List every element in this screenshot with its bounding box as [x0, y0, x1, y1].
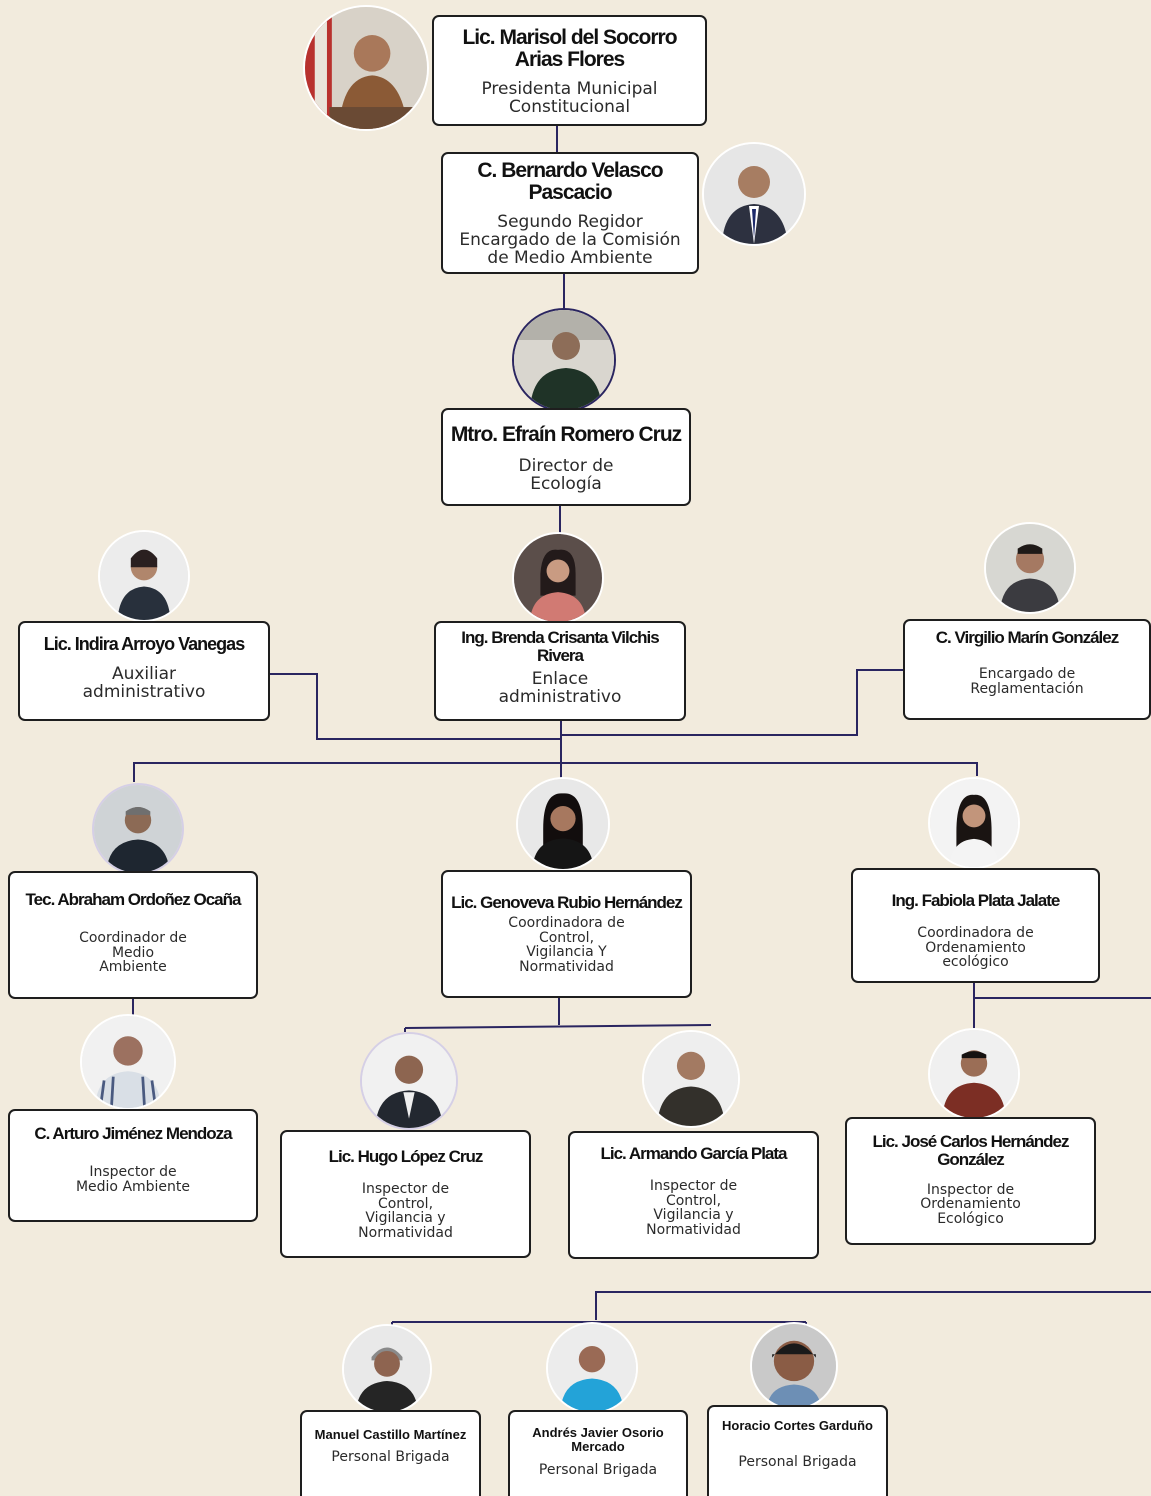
insp-ordenamiento-card[interactable]: Lic. José Carlos Hernández González Insp… — [845, 1117, 1096, 1245]
regidor-photo — [702, 142, 806, 246]
insp-medio-photo — [80, 1014, 176, 1110]
person-role: Inspector de Ordenamiento Ecológico — [920, 1181, 1021, 1228]
person-name: C. Virgilio Marín González — [935, 628, 1119, 647]
person-name: Lic. José Carlos Hernández González — [872, 1132, 1069, 1169]
person-role: Encargado de Reglamentación — [970, 665, 1084, 697]
person-name: Lic. Marisol del Socorro Arias Flores — [462, 26, 677, 72]
coord-ordenamiento-photo — [928, 777, 1020, 869]
person-name: Manuel Castillo Martínez — [314, 1427, 467, 1442]
person-name: C. Bernardo Velasco Pascacio — [477, 159, 663, 205]
brigada2-card[interactable]: Andrés Javier Osorio Mercado Personal Br… — [508, 1410, 688, 1496]
person-role: Coordinadora de Ordenamiento ecológico — [917, 924, 1034, 971]
person-role: Personal Brigada — [538, 1462, 658, 1479]
person-name: Andrés Javier Osorio Mercado — [532, 1425, 664, 1454]
reglamentacion-card[interactable]: C. Virgilio Marín González Encargado de … — [903, 619, 1151, 720]
person-role: Inspector de Medio Ambiente — [75, 1163, 191, 1195]
person-role: Segundo Regidor Encargado de la Comisión… — [459, 212, 681, 268]
regidor-card[interactable]: C. Bernardo Velasco Pascacio Segundo Reg… — [441, 152, 699, 274]
enlace-photo — [512, 532, 604, 624]
person-role: Personal Brigada — [738, 1453, 857, 1470]
connector-control-branch — [404, 998, 712, 1032]
auxiliar-photo — [98, 530, 190, 622]
person-name: Lic. Hugo López Cruz — [328, 1147, 484, 1166]
person-role: Coordinadora de Control, Vigilancia Y No… — [508, 914, 625, 975]
brigada1-photo — [342, 1324, 432, 1414]
director-photo — [512, 308, 616, 412]
brigada1-card[interactable]: Manuel Castillo Martínez Personal Brigad… — [300, 1410, 481, 1496]
person-name: Ing. Fabiola Plata Jalate — [891, 891, 1061, 910]
brigada3-photo — [750, 1322, 838, 1410]
person-role: Director de Ecología — [518, 456, 614, 494]
person-name: Ing. Brenda Crisanta Vilchis Rivera — [461, 628, 659, 665]
brigada3-card[interactable]: Horacio Cortes Garduño Personal Brigada — [707, 1405, 888, 1496]
person-role: Presidenta Municipal Constitucional — [481, 79, 658, 117]
director-card[interactable]: Mtro. Efraín Romero Cruz Director de Eco… — [441, 408, 691, 506]
coord-control-photo — [516, 777, 610, 871]
person-name: Horacio Cortes Garduño — [722, 1418, 873, 1433]
person-name: Tec. Abraham Ordoñez Ocaña — [25, 890, 242, 909]
coord-ordenamiento-card[interactable]: Ing. Fabiola Plata Jalate Coordinadora d… — [851, 868, 1100, 983]
presidenta-photo — [303, 5, 429, 131]
person-role: Enlace administrativo — [498, 668, 622, 707]
person-role: Personal Brigada — [331, 1448, 450, 1465]
connector-auxiliar-bus — [270, 673, 560, 740]
connector-brigada-branch — [391, 1291, 1151, 1326]
insp-ordenamiento-photo — [928, 1028, 1020, 1120]
person-name: Lic. Genoveva Rubio Hernández — [451, 893, 683, 912]
insp-medio-card[interactable]: C. Arturo Jiménez Mendoza Inspector de M… — [8, 1109, 258, 1222]
presidenta-card[interactable]: Lic. Marisol del Socorro Arias Flores Pr… — [432, 15, 707, 126]
brigada2-photo — [546, 1322, 638, 1414]
person-role: Inspector de Control, Vigilancia y Norma… — [646, 1177, 741, 1238]
auxiliar-card[interactable]: Lic. Indira Arroyo Vanegas Auxiliar admi… — [18, 621, 270, 721]
person-role: Inspector de Control, Vigilancia y Norma… — [358, 1180, 453, 1241]
insp-control1-card[interactable]: Lic. Hugo López Cruz Inspector de Contro… — [280, 1130, 531, 1258]
person-role: Auxiliar administrativo — [82, 663, 206, 702]
coord-control-card[interactable]: Lic. Genoveva Rubio Hernández Coordinado… — [441, 870, 692, 998]
person-name: Lic. Armando García Plata — [600, 1144, 788, 1163]
connector-reglamentacion-bus — [560, 669, 903, 736]
enlace-card[interactable]: Ing. Brenda Crisanta Vilchis Rivera Enla… — [434, 621, 686, 721]
insp-control1-photo — [360, 1032, 458, 1130]
person-name: C. Arturo Jiménez Mendoza — [34, 1124, 232, 1143]
insp-control2-photo — [642, 1030, 740, 1128]
person-role: Coordinador de Medio Ambiente — [79, 929, 187, 976]
insp-control2-card[interactable]: Lic. Armando García Plata Inspector de C… — [568, 1131, 819, 1259]
person-name: Lic. Indira Arroyo Vanegas — [43, 634, 245, 654]
coord-medio-card[interactable]: Tec. Abraham Ordoñez Ocaña Coordinador d… — [8, 871, 258, 999]
coord-medio-photo — [92, 783, 184, 875]
reglamentacion-photo — [984, 522, 1076, 614]
connector-coordinators-bar — [133, 762, 978, 782]
person-name: Mtro. Efraín Romero Cruz — [450, 423, 682, 446]
connector-ordenamiento-branch — [973, 983, 1151, 1030]
